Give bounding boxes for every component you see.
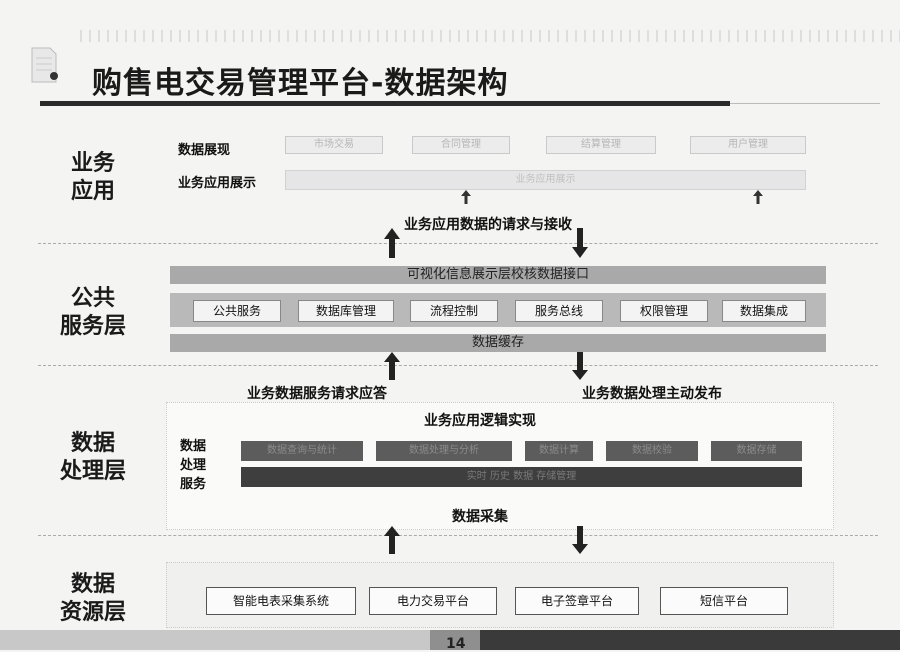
visual-interface-bar: 可视化信息展示层校核数据接口	[170, 266, 826, 284]
small-up-arrow-icon	[461, 190, 471, 204]
processing-box: 数据计算	[525, 441, 593, 461]
layer-label-business: 业务 应用	[70, 151, 115, 204]
flow-label-data-collection: 数据采集	[452, 509, 508, 525]
source-box: 电子签章平台	[515, 587, 639, 615]
display-box: 结算管理	[546, 136, 656, 154]
processing-box: 数据校验	[606, 441, 698, 461]
flow-label-active-publish: 业务数据处理主动发布	[582, 386, 722, 402]
data-cache-bar: 数据缓存	[170, 334, 826, 352]
title-underline	[40, 101, 730, 106]
layer-label-resource: 数据 资源层	[59, 572, 126, 625]
processing-box: 数据查询与统计	[241, 441, 363, 461]
separator-public-processing	[38, 365, 878, 366]
top-noise	[80, 30, 900, 42]
up-arrow-icon	[384, 352, 400, 380]
up-arrow-icon	[384, 228, 400, 258]
logic-title: 业务应用逻辑实现	[424, 413, 536, 429]
service-box: 权限管理	[620, 300, 708, 322]
row-label-data-display: 数据展现	[178, 143, 231, 158]
service-box: 服务总线	[515, 300, 603, 322]
service-box: 公共服务	[193, 300, 281, 322]
up-arrow-icon	[384, 526, 400, 554]
display-box: 合同管理	[412, 136, 510, 154]
processing-box: 数据存储	[711, 441, 802, 461]
source-box: 短信平台	[660, 587, 788, 615]
separator-processing-resource	[38, 535, 878, 536]
row-label-app-display: 业务应用展示	[178, 176, 257, 191]
service-box: 数据库管理	[298, 300, 394, 322]
display-box: 用户管理	[690, 136, 806, 154]
flow-label-service-response: 业务数据服务请求应答	[247, 386, 387, 402]
page-title: 购售电交易管理平台-数据架构	[92, 66, 509, 101]
source-box: 智能电表采集系统	[206, 587, 356, 615]
service-box: 流程控制	[410, 300, 498, 322]
down-arrow-icon	[572, 352, 588, 380]
footer-strip-dark	[480, 630, 900, 650]
page-number: 14	[446, 636, 466, 652]
processing-band	[166, 402, 834, 530]
title-underline-thin	[730, 103, 880, 104]
processing-box: 数据处理与分析	[376, 441, 512, 461]
layer-label-processing: 数据 处理层	[59, 431, 126, 484]
flow-label-request-receive: 业务应用数据的请求与接收	[404, 217, 572, 233]
source-box: 电力交易平台	[369, 587, 497, 615]
layer-label-public: 公共 服务层	[59, 286, 126, 339]
app-display-bar: 业务应用展示	[285, 170, 806, 190]
display-box: 市场交易	[285, 136, 383, 154]
document-icon	[31, 47, 58, 83]
processing-storage-bar: 实时 历史 数据 存储管理	[241, 467, 802, 487]
service-box: 数据集成	[722, 300, 806, 322]
small-up-arrow-icon	[753, 190, 763, 204]
down-arrow-icon	[572, 228, 588, 258]
side-label-processing-service: 数据 处理 服务	[180, 439, 207, 492]
down-arrow-icon	[572, 526, 588, 554]
footer-strip-light	[0, 630, 430, 650]
separator-business-public	[38, 243, 878, 244]
